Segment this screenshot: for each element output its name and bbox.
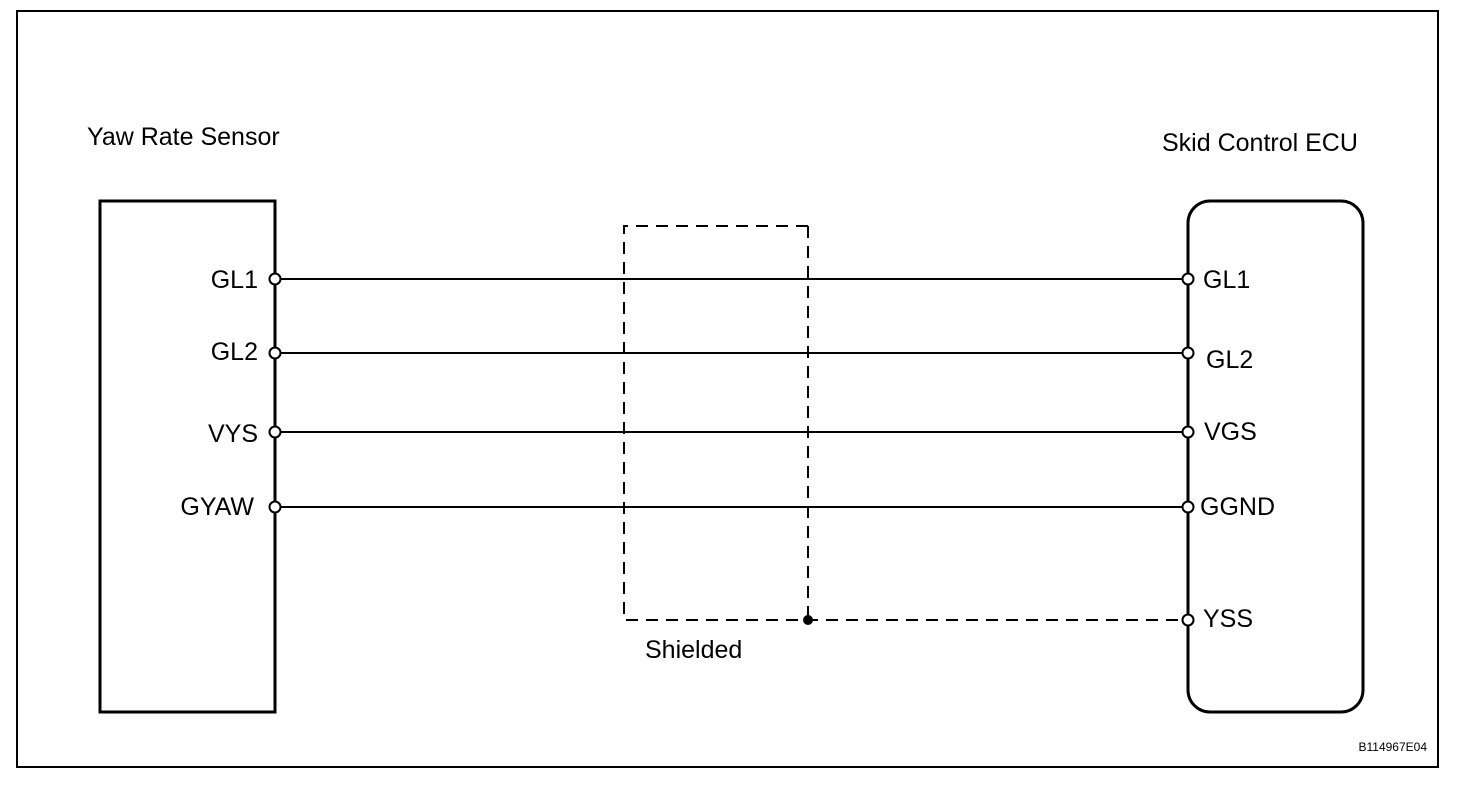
terminal-right-vgs [1181, 425, 1195, 439]
pin-label-right-vgs: VGS [1204, 418, 1257, 446]
yaw-rate-sensor-title: Yaw Rate Sensor [87, 123, 280, 151]
yaw-rate-sensor-box [98, 199, 277, 714]
pin-label-left-gyaw: GYAW [180, 493, 254, 521]
shield-label: Shielded [645, 636, 742, 664]
terminal-right-gl2 [1181, 346, 1195, 360]
shield-outline [623, 225, 1183, 621]
terminal-right-gl1 [1181, 272, 1195, 286]
pin-label-right-yss: YSS [1203, 605, 1253, 633]
terminal-left-gl2 [268, 346, 282, 360]
skid-control-ecu-title: Skid Control ECU [1162, 129, 1358, 157]
terminal-left-vys [268, 425, 282, 439]
pin-label-right-ggnd: GGND [1200, 493, 1275, 521]
terminal-right-yss [1181, 613, 1195, 627]
pin-label-left-vys: VYS [208, 420, 258, 448]
figure-code: B114967E04 [1358, 740, 1427, 754]
terminal-left-gl1 [268, 272, 282, 286]
pin-label-left-gl1: GL1 [211, 266, 258, 294]
pin-label-left-gl2: GL2 [211, 338, 258, 366]
terminal-left-gyaw [268, 500, 282, 514]
skid-control-ecu-box [1186, 199, 1365, 714]
shield-junction-dot [803, 615, 813, 625]
pin-label-right-gl2: GL2 [1206, 346, 1253, 374]
pin-label-right-gl1: GL1 [1203, 266, 1250, 294]
diagram-frame [16, 10, 1439, 768]
terminal-right-ggnd [1181, 500, 1195, 514]
